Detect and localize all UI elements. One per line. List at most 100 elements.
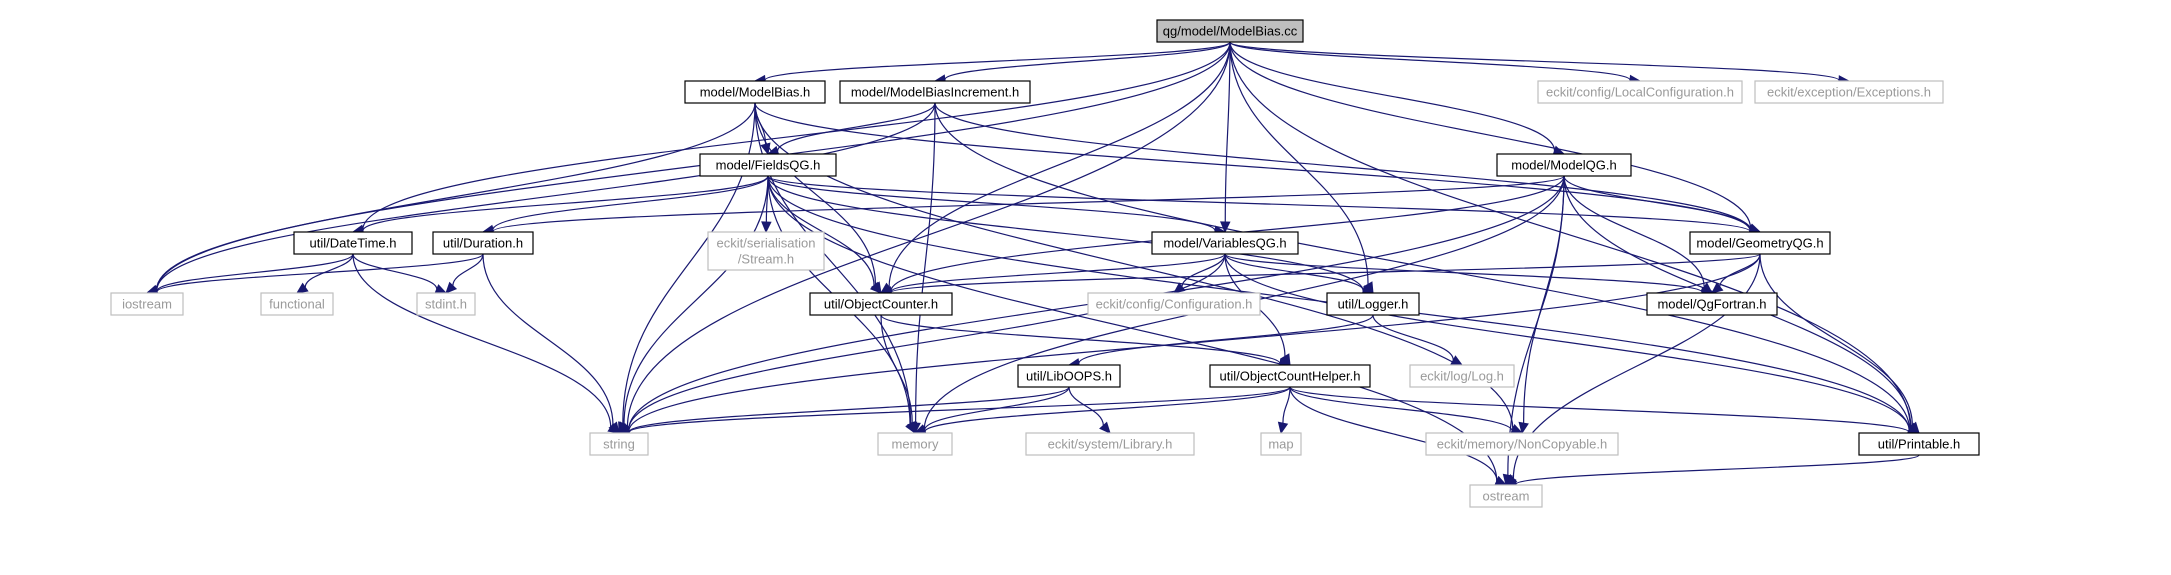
node-box-ostream — [1469, 484, 1543, 508]
edge-printable-to-ostream — [1515, 454, 1920, 485]
node-label-modelqg: model/ModelQG.h — [1511, 158, 1617, 173]
node-label-liboops: util/LibOOPS.h — [1026, 369, 1112, 384]
edge-modelbiasincrement-to-fieldsqg — [776, 102, 936, 152]
node-datetime[interactable]: util/DateTime.h — [293, 231, 413, 255]
edge-root-to-objectcounter — [888, 41, 1231, 288]
node-label-exceptions: eckit/exception/Exceptions.h — [1767, 85, 1931, 100]
edge-arrowhead-modelbias-to-fieldsqg — [760, 142, 771, 156]
edge-arrowhead-duration-to-string — [608, 421, 620, 434]
edge-objectcounthelper-to-memory — [924, 386, 1291, 433]
edge-modelbias-to-objectcounter — [754, 102, 877, 285]
edge-objectcounthelper-to-map — [1282, 386, 1291, 424]
edge-arrowhead-objectcounthelper-to-map — [1277, 421, 1289, 435]
edge-arrowhead-fieldsqg-to-objectcounter — [869, 281, 882, 294]
node-box-liboops — [1017, 364, 1121, 388]
node-box-qgfortran — [1646, 292, 1778, 316]
node-box-geometryqg — [1689, 231, 1831, 255]
edge-geometryqg-to-printable — [1759, 253, 1913, 426]
node-objectcounter[interactable]: util/ObjectCounter.h — [809, 292, 953, 316]
node-geometryqg[interactable]: model/GeometryQG.h — [1689, 231, 1831, 255]
node-configuration: eckit/config/Configuration.h — [1087, 292, 1261, 316]
edge-datetime-to-stdint — [352, 253, 438, 290]
node-label-fieldsqg: model/FieldsQG.h — [716, 158, 821, 173]
edge-logger-to-liboops — [1078, 314, 1374, 364]
edge-fieldsqg-to-duration — [492, 175, 769, 231]
edge-logger-to-loglog — [1372, 314, 1454, 361]
edge-modelbiasincrement-to-memory — [915, 102, 936, 424]
edge-datetime-to-string — [352, 253, 612, 428]
node-variablesqg[interactable]: model/VariablesQG.h — [1151, 231, 1299, 255]
node-modelbias[interactable]: model/ModelBias.h — [684, 80, 826, 104]
node-stdint: stdint.h — [416, 292, 476, 316]
edge-fieldsqg-to-string — [623, 175, 769, 425]
edge-modelbiasincrement-to-geometryqg — [934, 102, 1751, 231]
node-fieldsqg[interactable]: model/FieldsQG.h — [699, 153, 837, 177]
edge-objectcounthelper-to-noncopyable — [1289, 386, 1513, 432]
node-label-variablesqg: model/VariablesQG.h — [1163, 236, 1286, 251]
node-label-logger: util/Logger.h — [1338, 297, 1409, 312]
node-label-stdint: stdint.h — [425, 297, 467, 312]
node-label-geometryqg: model/GeometryQG.h — [1696, 236, 1823, 251]
node-library: eckit/system/Library.h — [1025, 432, 1195, 456]
edge-liboops-to-library — [1068, 386, 1104, 426]
node-duration[interactable]: util/Duration.h — [432, 231, 534, 255]
node-stream: eckit/serialisation/Stream.h — [707, 231, 825, 271]
edge-objectcounter-to-objectcounthelper — [880, 314, 1281, 365]
node-root[interactable]: qg/model/ModelBias.cc — [1156, 19, 1304, 43]
node-box-functional — [260, 292, 334, 316]
node-objectcounthelper[interactable]: util/ObjectCountHelper.h — [1209, 364, 1371, 388]
edge-modelbiasincrement-to-printable — [934, 102, 1911, 430]
edge-objectcounthelper-to-ostream — [1289, 386, 1498, 481]
node-label-objectcounthelper: util/ObjectCountHelper.h — [1220, 369, 1361, 384]
node-modelbiasincrement[interactable]: model/ModelBiasIncrement.h — [839, 80, 1031, 104]
node-box-modelqg — [1496, 153, 1632, 177]
node-box-modelbiasincrement — [839, 80, 1031, 104]
edge-root-to-printable — [1229, 41, 1911, 429]
node-qgfortran[interactable]: model/QgFortran.h — [1646, 292, 1778, 316]
node-localconfig: eckit/config/LocalConfiguration.h — [1537, 80, 1743, 104]
node-box-logger — [1326, 292, 1420, 316]
node-printable[interactable]: util/Printable.h — [1858, 432, 1980, 456]
node-box-stream — [707, 231, 825, 271]
node-loglog: eckit/log/Log.h — [1409, 364, 1515, 388]
node-label-printable: util/Printable.h — [1878, 437, 1960, 452]
edge-arrowhead-fieldsqg-to-stream — [761, 221, 772, 234]
edge-duration-to-stdint — [452, 253, 484, 286]
edge-arrowhead-objectcounter-to-memory — [907, 421, 918, 435]
edge-arrowhead-root-to-variablesqg — [1220, 221, 1231, 234]
edge-root-to-modelbias — [764, 41, 1231, 81]
node-label-root: qg/model/ModelBias.cc — [1163, 24, 1298, 39]
node-iostream: iostream — [110, 292, 184, 316]
node-box-library — [1025, 432, 1195, 456]
node-label-string: string — [603, 437, 635, 452]
node-box-noncopyable — [1425, 432, 1619, 456]
edge-root-to-modelbiasincrement — [944, 41, 1231, 81]
node-box-configuration — [1087, 292, 1261, 316]
node-label-qgfortran: model/QgFortran.h — [1657, 297, 1766, 312]
edge-objectcounthelper-to-printable — [1289, 386, 1910, 433]
node-exceptions: eckit/exception/Exceptions.h — [1754, 80, 1944, 104]
edge-fieldsqg-to-datetime — [362, 175, 769, 231]
node-liboops[interactable]: util/LibOOPS.h — [1017, 364, 1121, 388]
edge-root-to-variablesqg — [1224, 41, 1231, 223]
node-noncopyable: eckit/memory/NonCopyable.h — [1425, 432, 1619, 456]
node-box-exceptions — [1754, 80, 1944, 104]
edge-root-to-exceptions — [1229, 41, 1840, 81]
edge-fieldsqg-to-logger — [767, 175, 1364, 292]
node-functional: functional — [260, 292, 334, 316]
edge-variablesqg-to-logger — [1224, 253, 1364, 291]
node-box-objectcounthelper — [1209, 364, 1371, 388]
node-box-modelbias — [684, 80, 826, 104]
node-modelqg[interactable]: model/ModelQG.h — [1496, 153, 1632, 177]
node-logger[interactable]: util/Logger.h — [1326, 292, 1420, 316]
node-label-stream: /Stream.h — [738, 252, 794, 267]
node-label-functional: functional — [269, 297, 325, 312]
node-label-objectcounter: util/ObjectCounter.h — [824, 297, 938, 312]
edge-arrowhead-datetime-to-functional — [296, 282, 309, 294]
node-box-iostream — [110, 292, 184, 316]
edge-modelqg-to-qgfortran — [1563, 175, 1705, 287]
node-label-noncopyable: eckit/memory/NonCopyable.h — [1437, 437, 1608, 452]
node-box-memory — [877, 432, 953, 456]
edge-geometryqg-to-qgfortran — [1719, 253, 1761, 287]
